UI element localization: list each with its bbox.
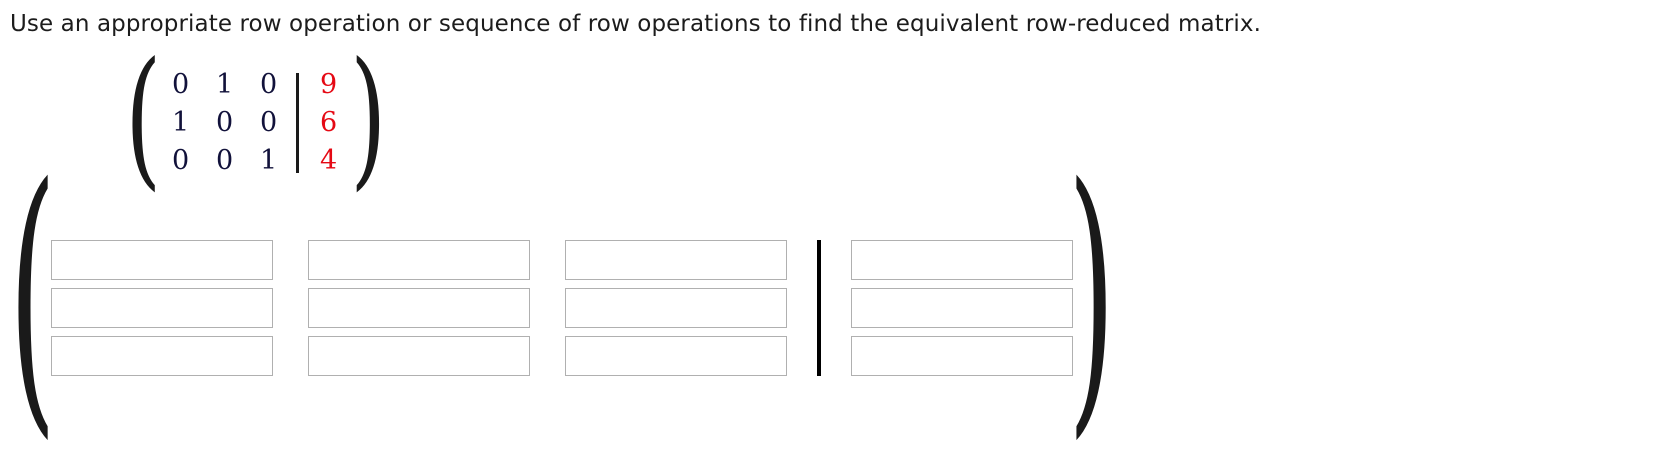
answer-matrix-grid xyxy=(51,240,1074,376)
answer-input-r1c1[interactable] xyxy=(51,240,274,280)
given-matrix-cell-r3c3: 1 xyxy=(259,145,278,176)
answer-gap-r3c2 xyxy=(530,336,565,376)
answer-input-r3c1[interactable] xyxy=(51,336,274,376)
given-matrix-divider xyxy=(296,72,300,173)
answer-matrix-open-paren: ( xyxy=(8,127,57,464)
answer-matrix-divider xyxy=(817,240,822,376)
given-matrix-cell-r2c1: 1 xyxy=(171,107,190,138)
given-matrix-cell-r1c2: 1 xyxy=(215,69,234,100)
given-matrix-cell-r3c1: 0 xyxy=(171,145,190,176)
given-matrix-augmented-r2: 6 xyxy=(319,107,338,138)
answer-gap-r2c1 xyxy=(273,288,308,328)
answer-gap-r1c2 xyxy=(530,240,565,280)
answer-input-r2c3[interactable] xyxy=(565,288,788,328)
answer-input-r1c3[interactable] xyxy=(565,240,788,280)
answer-input-r2c4[interactable] xyxy=(851,288,1074,328)
given-matrix-open-paren: ( xyxy=(125,30,162,205)
given-matrix-cell-r1c1: 0 xyxy=(171,69,190,100)
answer-input-r3c4[interactable] xyxy=(851,336,1074,376)
given-matrix-augmented-r1: 9 xyxy=(319,69,338,100)
page-title: Use an appropriate row operation or sequ… xyxy=(10,11,1262,37)
answer-gap-r3c1 xyxy=(273,336,308,376)
answer-input-r3c3[interactable] xyxy=(565,336,788,376)
answer-gap-r2c2 xyxy=(530,288,565,328)
answer-matrix: ( ) xyxy=(9,151,1116,441)
answer-input-r3c2[interactable] xyxy=(308,336,531,376)
given-matrix-cell-r2c2: 0 xyxy=(215,107,234,138)
answer-matrix-close-paren: ) xyxy=(1067,127,1116,464)
given-matrix: ( 0 1 0 9 1 0 0 6 0 0 1 4 ) xyxy=(125,43,386,193)
given-matrix-close-paren: ) xyxy=(349,30,386,205)
given-matrix-cell-r3c2: 0 xyxy=(215,145,234,176)
answer-input-r2c2[interactable] xyxy=(308,288,531,328)
answer-input-r1c2[interactable] xyxy=(308,240,531,280)
given-matrix-grid: 0 1 0 9 1 0 0 6 0 0 1 4 xyxy=(159,66,353,180)
given-matrix-augmented-r3: 4 xyxy=(319,145,338,176)
answer-gap-r1c1 xyxy=(273,240,308,280)
answer-input-r1c4[interactable] xyxy=(851,240,1074,280)
given-matrix-cell-r2c3: 0 xyxy=(259,107,278,138)
given-matrix-cell-r1c3: 0 xyxy=(259,69,278,100)
answer-input-r2c1[interactable] xyxy=(51,288,274,328)
